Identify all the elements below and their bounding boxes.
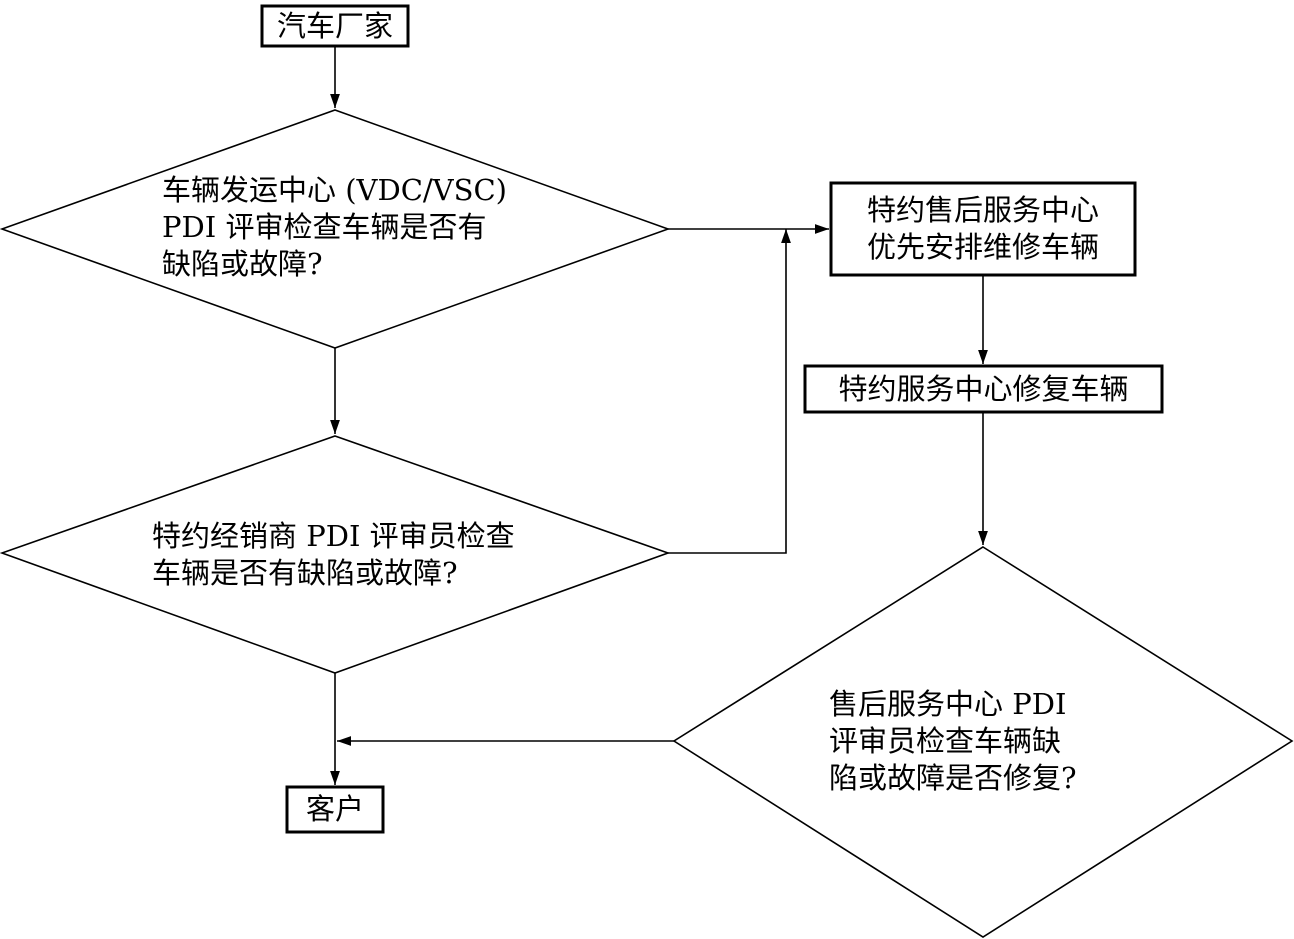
dealer-check-line-2: 车辆是否有缺陷或故障?: [152, 556, 458, 590]
customer-label: 客户: [287, 787, 383, 832]
vdc-check-line-3: 缺陷或故障?: [162, 247, 323, 281]
vdc-check-diamond: [0, 109, 671, 349]
dealer-check-line-1: 特约经销商 PDI 评审员检查: [152, 519, 515, 553]
service-priority-line-1: 特约售后服务中心: [866, 193, 1099, 227]
repair-check-line-1: 售后服务中心 PDI: [829, 687, 1067, 721]
service-priority-line-2: 优先安排维修车辆: [866, 230, 1099, 264]
service-priority-box: [829, 181, 1137, 277]
service-repair-box: [803, 364, 1164, 414]
edge-dealer-to-service: [668, 229, 791, 554]
customer-box: [285, 785, 385, 834]
dealer-check-diamond: [0, 435, 671, 674]
vdc-check-line-2: PDI 评审检查车辆是否有: [162, 210, 487, 244]
vdc-check-line-1: 车辆发运中心 (VDC/VSC): [162, 173, 507, 207]
service-repair-line-1: 特约服务中心修复车辆: [838, 372, 1129, 406]
service-repair-label: 特约服务中心修复车辆: [805, 366, 1162, 412]
vdc-check-label: 车辆发运中心 (VDC/VSC) PDI 评审检查车辆是否有 缺陷或故障?: [162, 172, 507, 283]
dealer-check-label: 特约经销商 PDI 评审员检查 车辆是否有缺陷或故障?: [152, 518, 515, 592]
service-priority-label: 特约售后服务中心 优先安排维修车辆: [831, 192, 1135, 266]
manufacturer-box: [260, 4, 410, 48]
manufacturer-line-1: 汽车厂家: [276, 9, 393, 43]
repair-check-line-2: 评审员检查车辆缺: [829, 724, 1062, 758]
repair-check-diamond: [672, 546, 1294, 938]
repair-check-line-3: 陷或故障是否修复?: [829, 761, 1077, 795]
customer-line-1: 客户: [305, 792, 364, 826]
repair-check-label: 售后服务中心 PDI 评审员检查车辆缺 陷或故障是否修复?: [829, 686, 1077, 797]
manufacturer-label: 汽车厂家: [262, 6, 408, 46]
